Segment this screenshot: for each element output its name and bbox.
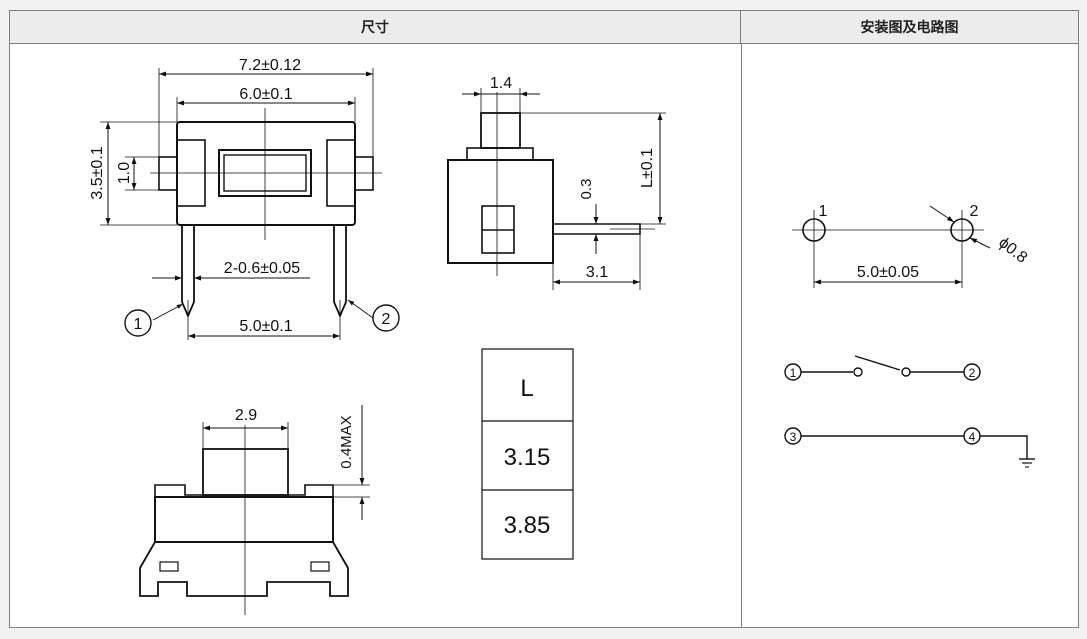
- bottom-view: [139, 405, 370, 615]
- dim-pcb-pitch: 5.0±0.05: [857, 264, 919, 281]
- side-view-labels: 1.4 L±0.1 0.3 3.1: [490, 75, 656, 281]
- switch-contact-a: [853, 367, 863, 377]
- dim-height: 3.5±0.1: [89, 146, 106, 199]
- pcb-layout: [792, 205, 991, 288]
- bottom-view-labels: 2.9 0.4MAX: [235, 407, 355, 469]
- side-actuator: [480, 112, 521, 149]
- dim-tab-height: 1.0: [116, 162, 133, 184]
- column-divider: [741, 44, 742, 628]
- dim-length: L±0.1: [639, 148, 656, 188]
- terminal-label-3: 3: [790, 430, 797, 444]
- switch-contact-b: [901, 367, 911, 377]
- dim-pin-pitch: 5.0±0.1: [239, 318, 292, 335]
- ground-icon: [1019, 458, 1035, 468]
- front-view-labels: 7.2±0.12 6.0±0.1 3.5±0.1 1.0 2-0.6±0.05 …: [89, 57, 391, 335]
- terminal-label-1: 1: [790, 366, 797, 380]
- dim-lead-length: 3.1: [586, 264, 608, 281]
- front-view: [100, 68, 400, 340]
- dim-pin-width: 2-0.6±0.05: [224, 260, 300, 277]
- dim-actuator-width: 1.4: [490, 75, 512, 92]
- pad-label-2: 2: [970, 203, 979, 220]
- side-body: [447, 159, 554, 264]
- table-header-L: L: [520, 375, 533, 402]
- dim-body-width: 6.0±0.1: [239, 86, 292, 103]
- circuit-diagram: [784, 355, 1035, 468]
- dim-bottom-actuator-width: 2.9: [235, 407, 257, 424]
- dimensions-header: 尺寸: [10, 11, 741, 44]
- pin-label-1: 1: [134, 316, 143, 333]
- dim-lead-thickness: 0.3: [578, 179, 595, 200]
- install-circuit-header: 安装图及电路图: [741, 11, 1078, 44]
- side-view: [447, 88, 666, 290]
- pad-label-1: 1: [819, 203, 828, 220]
- length-table: L 3.15 3.85: [481, 348, 574, 560]
- switch-body: [176, 121, 356, 226]
- table-value-1: 3.15: [504, 444, 551, 471]
- circuit-labels: 1 2 3 4: [790, 366, 976, 444]
- terminal-label-2: 2: [969, 366, 976, 380]
- bottom-actuator: [202, 448, 289, 496]
- dim-hole-dia: ϕ0.8: [995, 234, 1030, 267]
- switch-blade: [854, 355, 901, 371]
- table-value-2: 3.85: [504, 512, 551, 539]
- dim-overall-width: 7.2±0.12: [239, 57, 301, 74]
- pcb-layout-labels: 1 2 ϕ0.8 5.0±0.05: [819, 203, 1031, 281]
- pin-label-2: 2: [382, 311, 391, 328]
- dim-max-gap: 0.4MAX: [338, 415, 355, 468]
- terminal-label-4: 4: [969, 430, 976, 444]
